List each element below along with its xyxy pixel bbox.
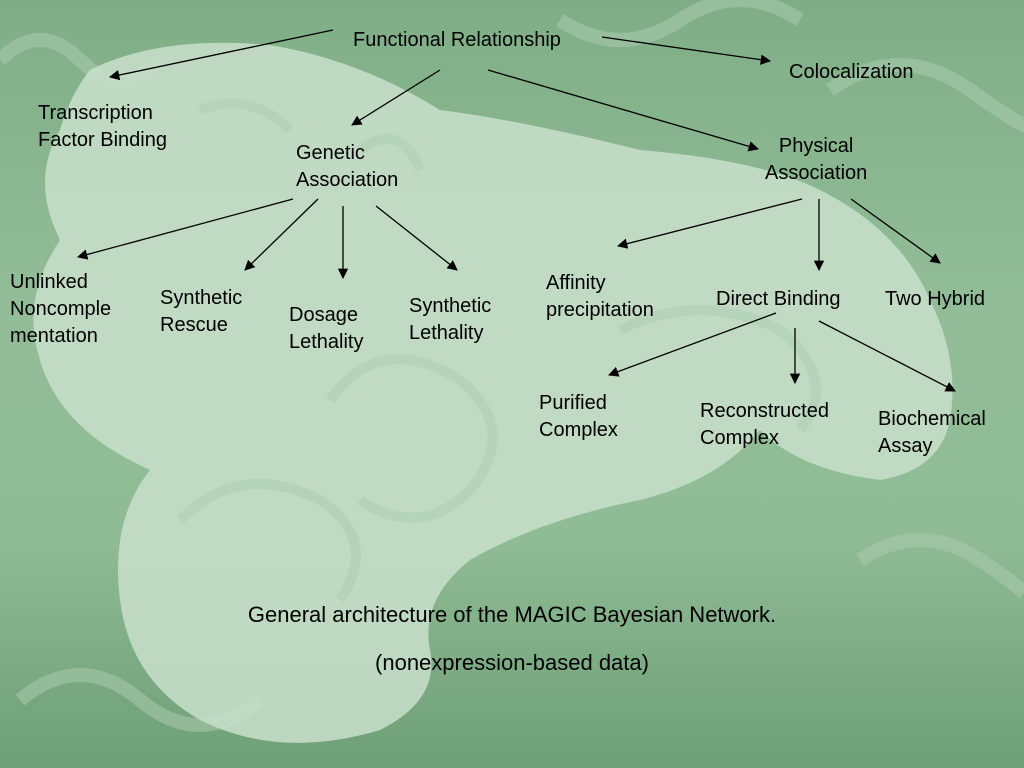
node-direct-binding: Direct Binding (716, 288, 841, 310)
node-affinity-precipitation: Affinity precipitation (546, 272, 654, 321)
arrow-physical-to-two-hybrid (850, 198, 941, 264)
node-purified-complex: Purified Complex (539, 392, 618, 441)
node-synthetic-lethality: Synthetic Lethality (409, 295, 492, 344)
node-physical-association: Physical Association (765, 135, 868, 184)
node-dosage-lethality: Dosage Lethality (289, 304, 364, 353)
node-biochemical-assay: Biochemical Assay (878, 408, 986, 457)
arrow-direct-to-purified (608, 312, 777, 377)
arrow-direct-to-biochemical (818, 320, 956, 392)
arrow-genetic-to-synthetic-rescue (244, 198, 319, 271)
dragon-silhouette (33, 42, 953, 743)
caption-line-1: General architecture of the MAGIC Bayesi… (247, 602, 777, 627)
node-colocalization: Colocalization (789, 61, 914, 83)
arrow-genetic-to-unlinked (76, 198, 294, 260)
arrow-functional-to-transcription (108, 29, 334, 81)
arrow-physical-to-affinity (616, 198, 803, 249)
arrow-functional-to-colocalization (601, 36, 772, 65)
arrow-functional-to-genetic (351, 69, 441, 126)
node-transcription-factor-binding: Transcription Factor Binding (38, 102, 167, 151)
node-unlinked-noncomplementation: Unlinked Noncomple mentation (10, 271, 112, 347)
caption-line-2: (nonexpression-based data) (375, 650, 649, 675)
node-reconstructed-complex: Reconstructed Complex (700, 400, 829, 449)
node-synthetic-rescue: Synthetic Rescue (160, 287, 243, 336)
node-two-hybrid: Two Hybrid (885, 288, 986, 310)
node-genetic-association: Genetic Association (296, 142, 399, 191)
arrow-genetic-to-synthetic-lethality (375, 205, 458, 271)
arrow-functional-to-physical (487, 69, 759, 152)
node-functional-relationship: Functional Relationship (353, 29, 561, 51)
